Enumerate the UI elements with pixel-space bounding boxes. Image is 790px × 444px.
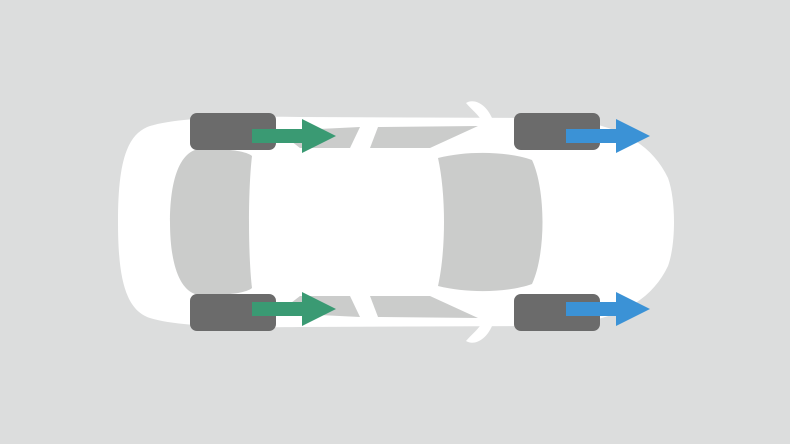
side-window-front-top <box>370 126 478 148</box>
arrow-right-icon <box>566 119 650 153</box>
arrow-right-icon <box>252 119 336 153</box>
side-window-front-bottom <box>370 296 478 318</box>
rear-window <box>170 149 252 295</box>
arrow-right-icon <box>566 292 650 326</box>
windshield <box>438 152 543 292</box>
arrow-right-icon <box>252 292 336 326</box>
